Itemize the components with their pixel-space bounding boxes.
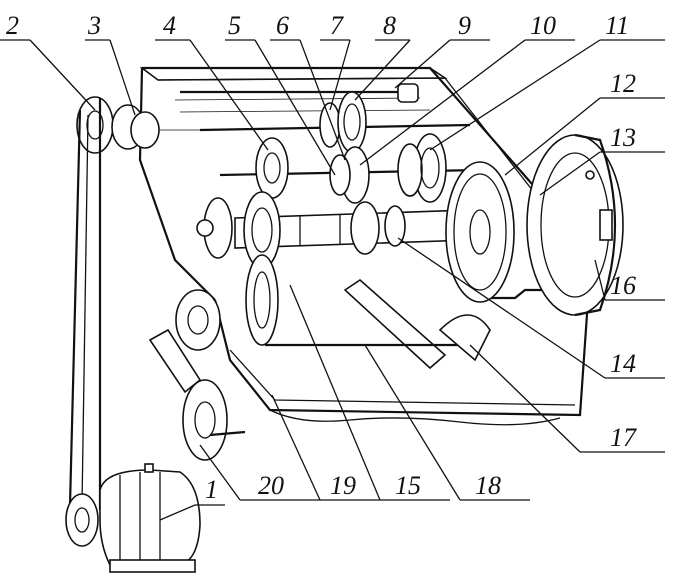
- callout-11: 11: [605, 11, 629, 40]
- callout-2: 2: [6, 11, 19, 40]
- callout-13: 13: [610, 123, 636, 152]
- callout-7: 7: [330, 11, 344, 40]
- callout-18: 18: [475, 471, 501, 500]
- callout-labels: 2 3 4 5 6 7 8 9 10 11 12 13 16 14 17 1 2…: [6, 11, 637, 504]
- electric-motor: [99, 463, 201, 573]
- shafts: [180, 83, 481, 370]
- callout-12: 12: [610, 69, 636, 98]
- callout-16: 16: [610, 271, 636, 300]
- callout-3: 3: [87, 11, 101, 40]
- callout-4: 4: [163, 11, 176, 40]
- callout-19: 19: [330, 471, 356, 500]
- callout-8: 8: [383, 11, 396, 40]
- callout-1: 1: [205, 475, 218, 504]
- callout-9: 9: [458, 11, 471, 40]
- callout-17: 17: [610, 423, 637, 452]
- leader-lines: [0, 39, 665, 521]
- callout-5: 5: [228, 11, 241, 40]
- callout-15: 15: [395, 471, 421, 500]
- callout-10: 10: [530, 11, 556, 40]
- chuck: [526, 133, 624, 317]
- callout-20: 20: [258, 471, 284, 500]
- callout-6: 6: [276, 11, 289, 40]
- callout-14: 14: [610, 349, 636, 378]
- change-gear-train: [148, 289, 246, 461]
- belt-drive: [65, 96, 160, 547]
- gears: [196, 91, 515, 362]
